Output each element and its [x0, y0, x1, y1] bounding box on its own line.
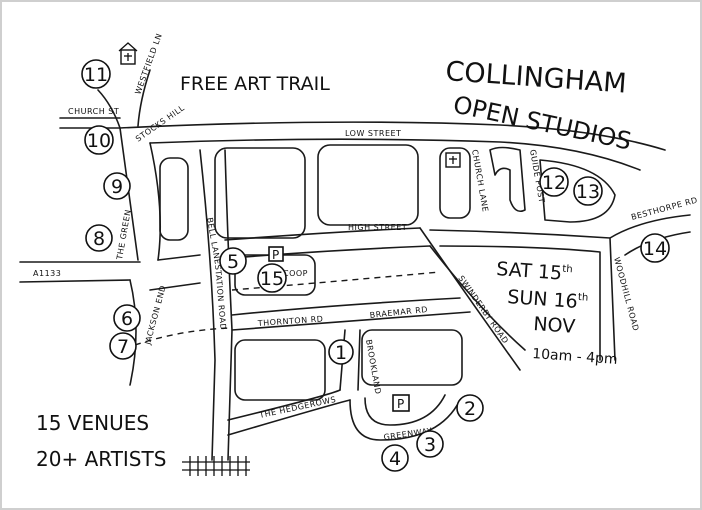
- road-label-swinderby-road: SWINDERBY ROAD: [456, 274, 510, 345]
- svg-text:14: 14: [643, 238, 667, 260]
- footpath-1: [134, 327, 231, 346]
- church-icon: [118, 42, 138, 65]
- jackson-end-inner: [149, 282, 201, 291]
- svg-text:10: 10: [87, 130, 111, 152]
- venue-marker-3[interactable]: 3: [416, 430, 444, 458]
- low-street-north-edge: [119, 121, 666, 151]
- summary-artists: 20+ ARTISTS: [36, 447, 166, 471]
- swinderby-road-west: [419, 227, 521, 371]
- block-6: [539, 159, 616, 223]
- venue-marker-6[interactable]: 6: [113, 304, 141, 332]
- besthorpe-road-north: [609, 214, 691, 239]
- road-label-a1133: A1133: [33, 269, 61, 278]
- event-time: 10am - 4pm: [532, 346, 618, 368]
- greenway-outer: [349, 399, 461, 441]
- hedgerows-south: [227, 399, 351, 436]
- church-icon: [445, 152, 461, 168]
- svg-text:5: 5: [227, 251, 239, 273]
- road-label-low-street: LOW STREET: [345, 129, 401, 138]
- venue-marker-9[interactable]: 9: [103, 172, 131, 200]
- block-1: [159, 157, 189, 241]
- event-month: NOV: [533, 313, 576, 338]
- building-blocks: [159, 144, 616, 401]
- greenway-inner: [364, 394, 446, 426]
- woodhill-road-west: [429, 229, 616, 361]
- road-label-high-street: HIGH STREET: [348, 223, 407, 232]
- brookland-east: [357, 329, 361, 391]
- svg-text:9: 9: [111, 176, 123, 198]
- venue-marker-2[interactable]: 2: [456, 394, 484, 422]
- svg-text:13: 13: [576, 181, 600, 203]
- road-label-church-st: CHURCH ST: [68, 107, 119, 116]
- the-green-east-edge: [149, 142, 161, 261]
- road-label-church-lane: CHURCH LANE: [470, 149, 490, 213]
- svg-text:P: P: [272, 248, 279, 262]
- road-label-woodhill-road: WOODHILL ROAD: [612, 256, 640, 332]
- venue-marker-10[interactable]: 10: [84, 125, 114, 155]
- venue-marker-14[interactable]: 14: [640, 233, 670, 263]
- venue-marker-5[interactable]: 5: [219, 247, 247, 275]
- road-label-stocks-hill: STOCKS HILL: [134, 103, 186, 143]
- venue-marker-7[interactable]: 7: [109, 332, 137, 360]
- swinderby-road-east: [429, 245, 526, 351]
- footpath-2: [231, 271, 441, 291]
- railway-track-icon: [182, 456, 250, 476]
- block-4: [439, 147, 471, 219]
- venue-marker-8[interactable]: 8: [85, 224, 113, 252]
- svg-text:12: 12: [542, 172, 566, 194]
- title-free-art-trail: FREE ART TRAIL: [180, 73, 330, 95]
- parking-icon: P: [392, 394, 410, 412]
- the-green-west-edge: [119, 127, 139, 261]
- venue-marker-4[interactable]: 4: [381, 444, 409, 472]
- block-2: [214, 147, 306, 239]
- block-5: [489, 146, 526, 213]
- road-label-brookland: BROOKLAND: [364, 339, 383, 395]
- road-label-station-road: STATION ROAD: [213, 264, 228, 330]
- thornton-road-south: [231, 311, 471, 331]
- event-day1: SAT 15th: [496, 258, 573, 285]
- jackson-end-west: [129, 279, 137, 386]
- block-hedgerows: [234, 339, 326, 401]
- venue-marker-12[interactable]: 12: [539, 167, 569, 197]
- road-label-coop: COOP: [283, 269, 308, 278]
- block-3: [317, 144, 419, 226]
- venue-marker-15[interactable]: 15: [257, 263, 287, 293]
- svg-text:7: 7: [117, 336, 129, 358]
- svg-text:4: 4: [389, 448, 401, 470]
- parking-icon: P: [268, 246, 284, 262]
- svg-text:8: 8: [93, 228, 105, 250]
- svg-text:1: 1: [335, 342, 347, 364]
- summary-venues: 15 VENUES: [36, 411, 149, 435]
- venue-marker-13[interactable]: 13: [573, 176, 603, 206]
- svg-text:15: 15: [260, 268, 284, 290]
- road-label-westfield-ln: WESTFIELD LN: [133, 32, 164, 96]
- svg-text:6: 6: [121, 308, 133, 330]
- jackson-end-top: [157, 254, 201, 261]
- a1133-south-edge: [19, 279, 131, 283]
- event-day2: SUN 16th: [507, 286, 589, 314]
- venue-marker-1[interactable]: 1: [328, 339, 354, 365]
- svg-text:2: 2: [464, 398, 476, 420]
- event-details: SAT 15th SUN 16th NOV 10am - 4pm: [496, 258, 618, 368]
- svg-text:11: 11: [84, 64, 108, 86]
- venue-marker-11[interactable]: 11: [81, 59, 111, 89]
- svg-text:3: 3: [424, 434, 436, 456]
- svg-text:P: P: [397, 397, 404, 411]
- road-label-the-green: THE GREEN: [115, 209, 133, 262]
- westfield-lane-edge: [97, 89, 121, 129]
- low-street-south-edge: [149, 138, 641, 171]
- westfield-lane-edge-2: [137, 69, 151, 127]
- venue-markers: 1 2 3 4 5 6 7 8 9 10 11 12 13 14 15: [81, 59, 670, 472]
- road-label-jackson-end: JACKSON END: [143, 284, 168, 346]
- high-street-south: [231, 245, 431, 259]
- thornton-road-north: [231, 297, 461, 316]
- station-road-west: [199, 149, 216, 461]
- block-brookland: [361, 329, 463, 386]
- woodhill-road-east: [439, 245, 601, 361]
